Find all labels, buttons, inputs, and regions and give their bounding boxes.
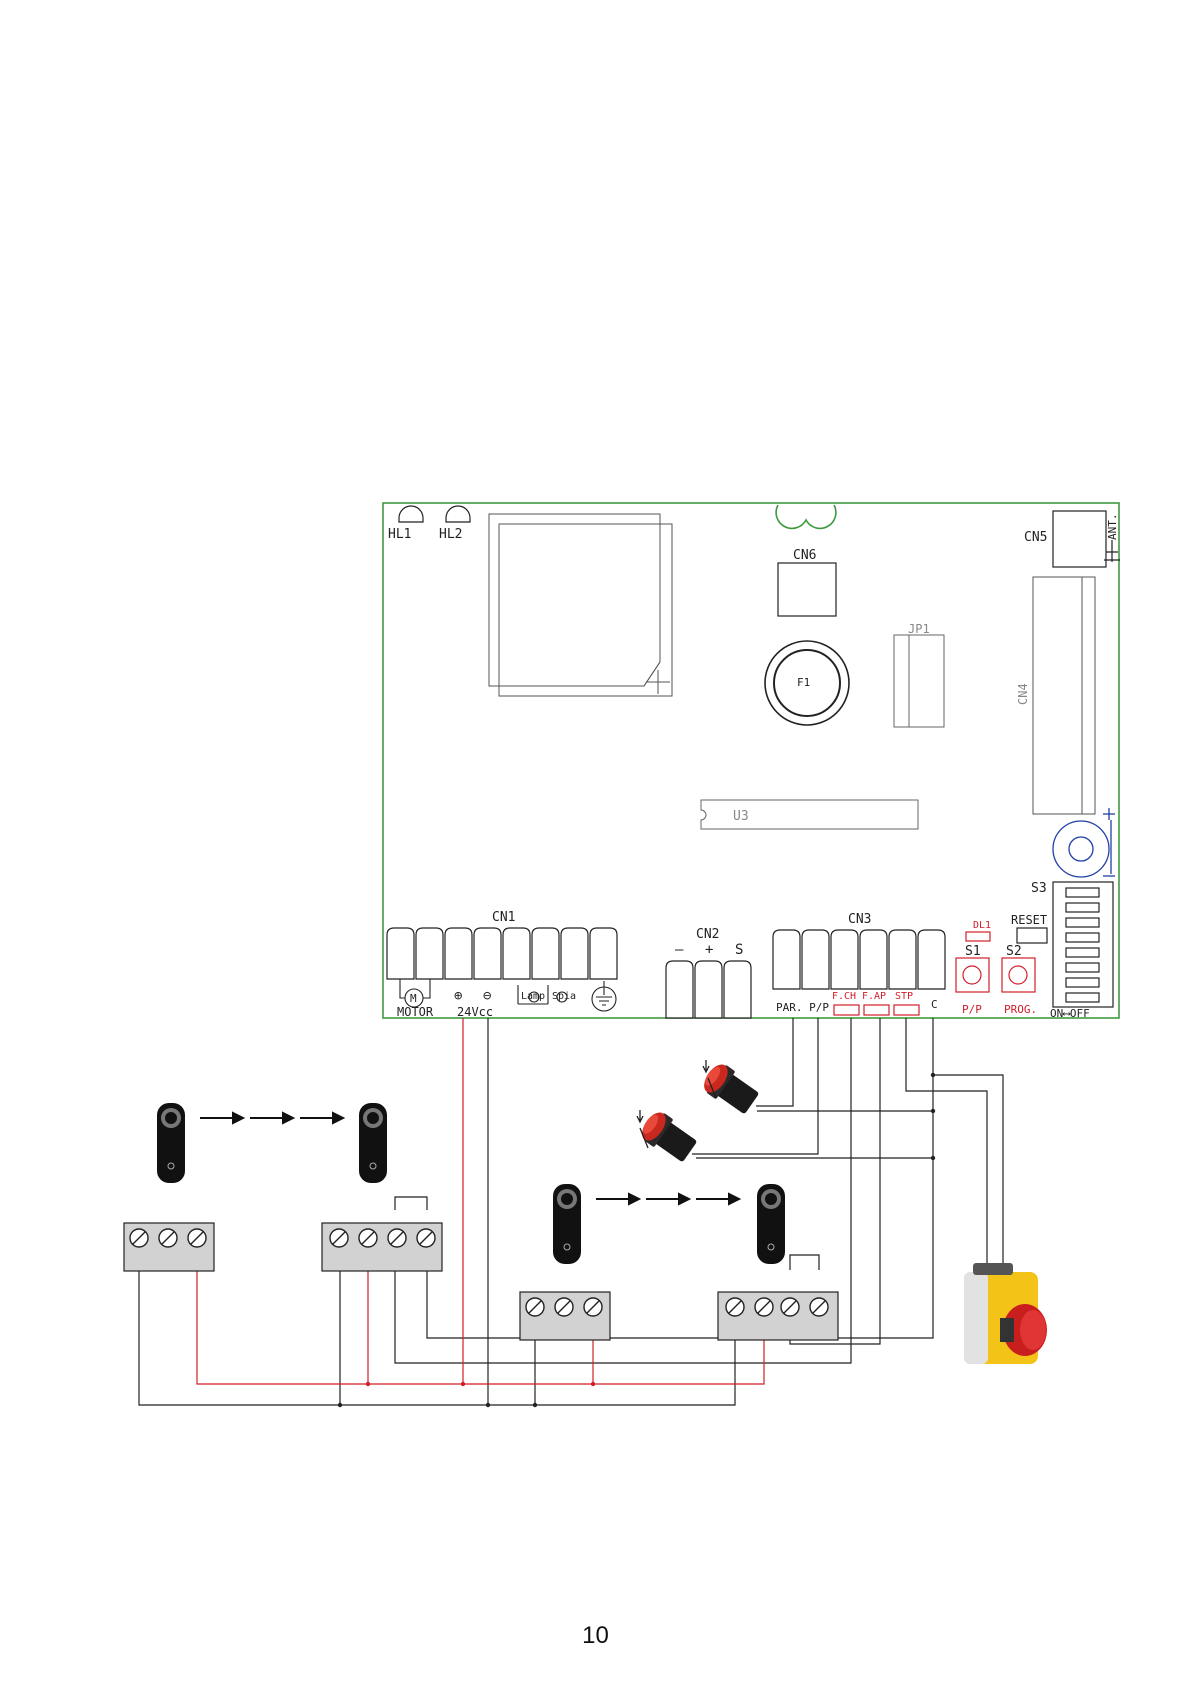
- reset-label: RESET: [1011, 913, 1047, 927]
- s2-function-label: PROG.: [1004, 1003, 1037, 1016]
- push-button-1-icon: [699, 1059, 762, 1117]
- common-c-label: C: [931, 998, 938, 1011]
- terminal-block-rx-2: [718, 1292, 838, 1340]
- cn6-label: CN6: [793, 548, 816, 563]
- dl1-label: DL1: [973, 920, 991, 931]
- vcc-minus-symbol: ⊖: [483, 988, 492, 1004]
- antenna-label: ANT.: [1106, 514, 1119, 541]
- cn2-plus-label: +: [705, 942, 713, 958]
- led-hl1-label: HL1: [388, 527, 411, 542]
- motor-label: MOTOR: [397, 1005, 434, 1019]
- terminal-block-rx-1: [322, 1223, 442, 1271]
- u3-label: U3: [733, 809, 749, 824]
- jp1-label: JP1: [908, 622, 930, 636]
- par-pp-label: PAR. P/P: [776, 1001, 829, 1014]
- terminal-block-tx-1: [124, 1223, 214, 1271]
- control-board: HL1 HL2 CN6 F1 JP1 CN4 CN5 ANT. U: [383, 503, 1120, 1020]
- vcc-plus-symbol: ⊕: [454, 988, 463, 1004]
- beam-arrows-2: [596, 1194, 739, 1204]
- fuse-f1-label: F1: [797, 676, 810, 689]
- push-button-2-icon: [637, 1107, 700, 1165]
- photocell-tx-1: [157, 1103, 185, 1183]
- cn2-terminal-block: [666, 961, 751, 1018]
- photocell-tx-2: [553, 1184, 581, 1264]
- cn2-label: CN2: [696, 927, 719, 942]
- cn4-label: CN4: [1016, 683, 1030, 705]
- cn3-label: CN3: [848, 912, 871, 927]
- cn2-s-label: S: [735, 942, 743, 958]
- led-hl2-label: HL2: [439, 527, 462, 542]
- cn1-label: CN1: [492, 910, 515, 925]
- cn2-minus-label: –: [675, 942, 684, 958]
- dip-on-off-label: ON⟷OFF: [1050, 1007, 1090, 1020]
- s1-label: S1: [965, 944, 981, 959]
- fch-label: F.CH: [832, 991, 856, 1002]
- lamp-label: Lamp: [521, 991, 545, 1002]
- s3-label: S3: [1031, 881, 1047, 896]
- page-number: 10: [0, 1622, 1191, 1650]
- spia-label: Spia: [552, 991, 576, 1002]
- beam-arrows-1: [200, 1113, 343, 1123]
- photocell-rx-1: [359, 1103, 387, 1183]
- s2-label: S2: [1006, 944, 1022, 959]
- terminal-block-tx-2: [520, 1292, 610, 1340]
- stp-label: STP: [895, 991, 913, 1002]
- vcc-label: 24Vcc: [457, 1005, 493, 1019]
- emergency-stop-icon: [964, 1263, 1047, 1364]
- photocell-rx-2: [757, 1184, 785, 1264]
- motor-symbol: M: [410, 992, 417, 1005]
- cn5-label: CN5: [1024, 530, 1047, 545]
- s1-function-label: P/P: [962, 1003, 982, 1016]
- fap-label: F.AP: [862, 991, 886, 1002]
